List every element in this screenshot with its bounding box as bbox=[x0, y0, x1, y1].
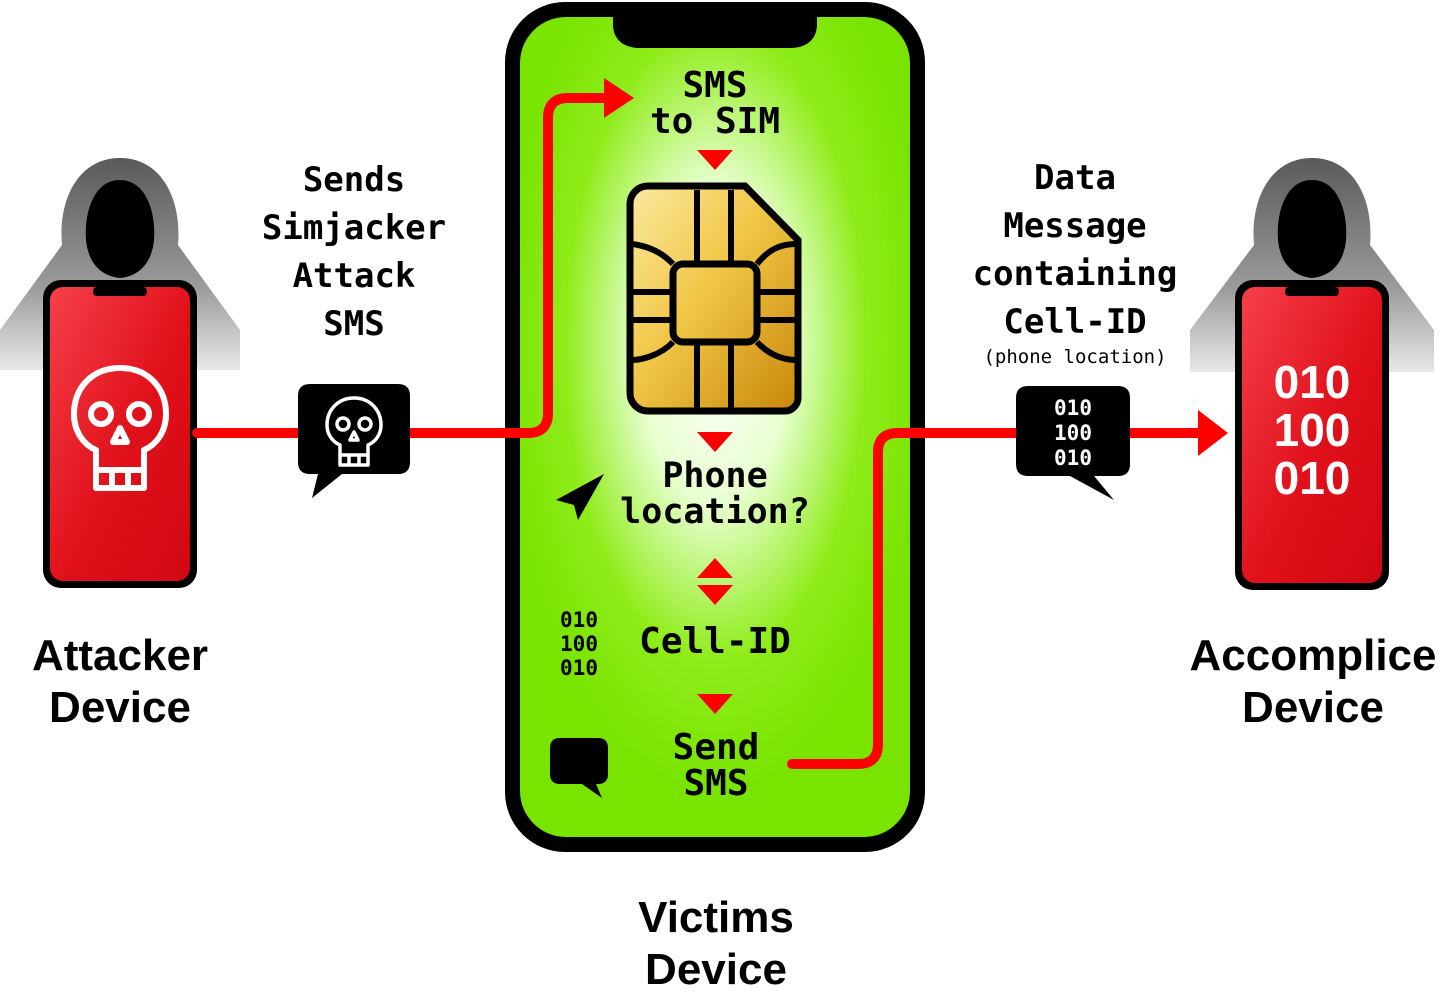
attack-sms-bubble bbox=[298, 384, 410, 498]
data-message-text: Data Message containing Cell-ID (phone l… bbox=[955, 154, 1195, 368]
sends-attack-sms-text: Sends Simjacker Attack SMS bbox=[238, 156, 470, 348]
accomplice-device-label: Accomplice Device bbox=[1170, 630, 1456, 734]
cell-id-binary-2: 100 bbox=[560, 632, 598, 656]
cell-id-label: Cell-ID bbox=[639, 621, 791, 662]
phone-location-text: Phone location? bbox=[605, 458, 825, 530]
cell-id-text: Cell-ID bbox=[625, 622, 805, 662]
bubble-binary-2: 100 bbox=[1054, 421, 1092, 445]
send-sms-text: Send SMS bbox=[636, 730, 796, 802]
sends-line1: Sends bbox=[302, 160, 406, 200]
send-sms-line1: Send bbox=[672, 727, 760, 768]
arrowheads bbox=[604, 78, 1228, 714]
victims-label-line1: Victims bbox=[638, 893, 794, 942]
victims-label-line2: Device bbox=[645, 945, 787, 994]
accomplice-label-line1: Accomplice bbox=[1189, 631, 1437, 680]
accomplice-binary-3: 010 bbox=[1273, 452, 1351, 504]
sms-to-sim-text: SMS to SIM bbox=[615, 68, 815, 140]
attacker-label-line1: Attacker bbox=[31, 631, 209, 680]
sends-line3: Attack bbox=[292, 256, 416, 296]
victim-phone bbox=[505, 2, 925, 852]
data-line4: Cell-ID bbox=[1003, 302, 1147, 342]
data-line1: Data bbox=[1034, 158, 1116, 198]
data-note: (phone location) bbox=[983, 346, 1167, 368]
attack-flow-line bbox=[192, 93, 1203, 769]
location-arrow-icon bbox=[556, 474, 604, 520]
sends-line2: Simjacker bbox=[261, 208, 447, 248]
data-message-bubble bbox=[1016, 386, 1130, 500]
cell-id-binary: 010 100 010 bbox=[548, 608, 610, 680]
accomplice-binary: 010 100 010 bbox=[1242, 358, 1382, 502]
sends-line4: SMS bbox=[323, 304, 385, 344]
sms-chat-icon bbox=[550, 738, 608, 798]
attacker-device-label: Attacker Device bbox=[0, 630, 240, 734]
send-sms-line2: SMS bbox=[683, 763, 749, 804]
accomplice-binary-2: 100 bbox=[1273, 404, 1351, 456]
attacker-label-line2: Device bbox=[49, 683, 191, 732]
cell-id-binary-3: 010 bbox=[560, 656, 598, 680]
sms-to-sim-line2: to SIM bbox=[649, 101, 781, 142]
cell-id-binary-1: 010 bbox=[560, 608, 598, 632]
data-line3: containing bbox=[972, 254, 1178, 294]
phone-location-line2: location? bbox=[620, 492, 810, 532]
bubble-binary-1: 010 bbox=[1054, 396, 1092, 420]
accomplice-phone bbox=[1235, 280, 1389, 590]
phone-location-line1: Phone bbox=[662, 456, 768, 496]
accomplice-label-line2: Device bbox=[1242, 683, 1384, 732]
sim-card-icon bbox=[626, 182, 802, 415]
bubble-binary: 010 100 010 bbox=[1028, 396, 1118, 471]
bubble-binary-3: 010 bbox=[1054, 446, 1092, 470]
accomplice-binary-1: 010 bbox=[1273, 356, 1351, 408]
skull-icon bbox=[71, 365, 169, 491]
victims-device-label: Victims Device bbox=[600, 892, 832, 996]
data-line2: Message bbox=[1003, 206, 1147, 246]
sms-to-sim-line1: SMS bbox=[682, 65, 748, 106]
